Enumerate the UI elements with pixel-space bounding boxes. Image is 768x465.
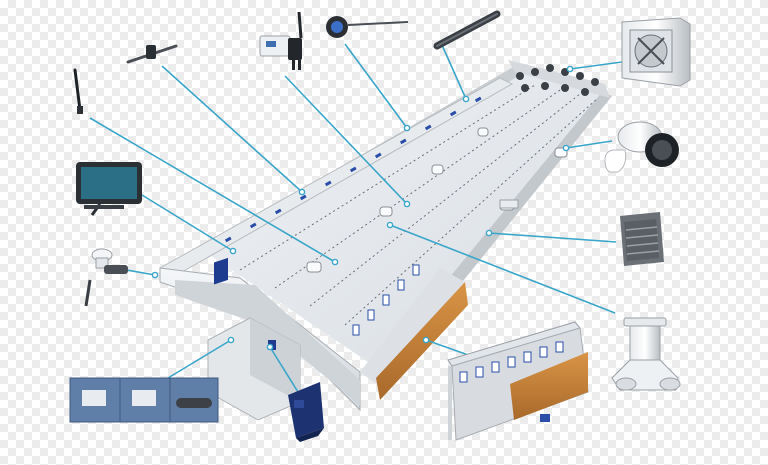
poultry-house — [158, 60, 612, 421]
right-gable — [360, 268, 465, 390]
annex-blue-panel — [214, 257, 228, 285]
end-wall-fans — [516, 64, 599, 96]
heater-unit-icon — [288, 382, 324, 442]
chimney-fan-icon — [611, 317, 681, 391]
line-circ-fan — [565, 140, 613, 149]
line-chimney — [389, 224, 616, 314]
house-floor — [205, 72, 605, 370]
front-annex-side — [250, 318, 300, 402]
feeder-lines — [239, 84, 599, 326]
humidity-sensor-icon — [259, 11, 303, 70]
cooling-pad-module-icon — [447, 321, 589, 441]
line-heater — [269, 346, 299, 393]
pressure-sensor-icon — [326, 16, 409, 38]
line-side-inlet — [488, 232, 617, 243]
line-temp-probe — [161, 65, 303, 193]
house-cooling-pad — [376, 282, 468, 400]
outdoor-weather-sensor-icon — [84, 248, 128, 307]
tunnel-sensor-rod-icon — [433, 10, 501, 50]
line-weather — [126, 269, 156, 276]
line-cabinet — [167, 339, 232, 379]
touch-controller-icon — [76, 162, 142, 216]
line-exhaust — [569, 61, 623, 70]
whip-antenna-icon — [73, 68, 83, 114]
front-gable-face — [175, 280, 360, 405]
line-humidity — [284, 75, 408, 205]
line-rod — [441, 44, 467, 100]
control-cabinet-icon — [69, 377, 219, 423]
side-inlet-icon — [620, 212, 664, 266]
temperature-probe-icon — [126, 44, 178, 64]
circulation-fan-icon — [604, 121, 679, 173]
line-pressure — [344, 43, 408, 129]
line-controller — [141, 194, 234, 252]
pad-inlets — [352, 264, 420, 336]
side-inlet-duct — [499, 199, 519, 209]
left-wall-inlets — [224, 96, 482, 243]
exhaust-fan-icon — [621, 17, 691, 87]
line-antenna — [89, 117, 336, 263]
connector-dots — [151, 65, 574, 351]
